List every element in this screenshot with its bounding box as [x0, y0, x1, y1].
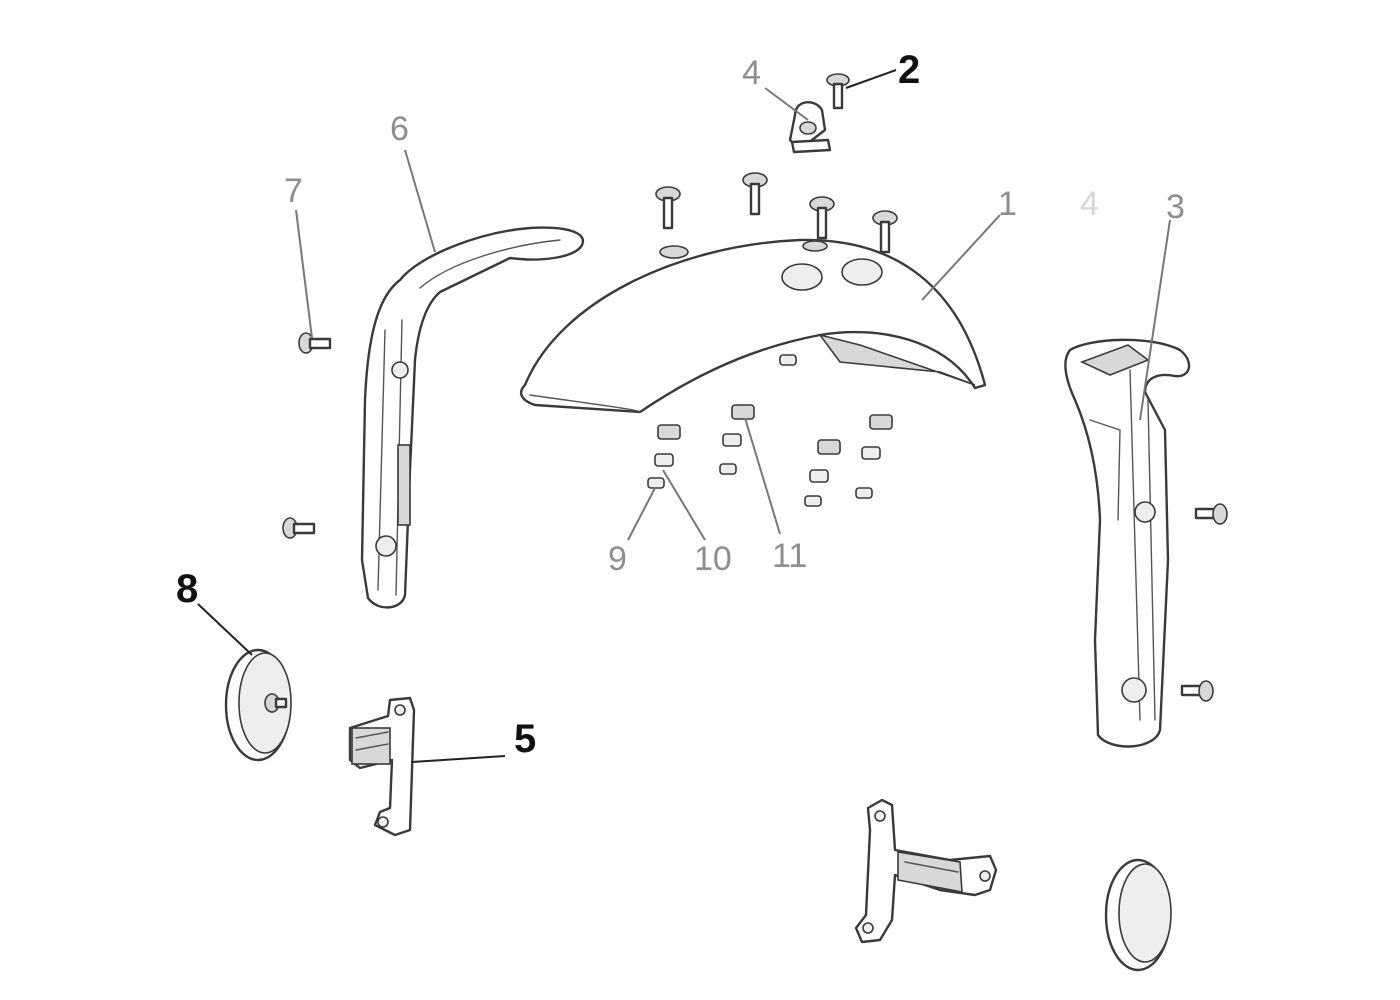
callout-9: 9: [608, 540, 627, 578]
clip-nuts: [647, 354, 893, 507]
callout-7: 7: [284, 172, 303, 210]
front-fender: [519, 238, 987, 414]
callout-labels: 1 2 3 4 4 5 6 7 8 9 10 11: [176, 48, 1185, 761]
left-fender-stay: [360, 226, 585, 609]
cable-clip: [788, 101, 832, 154]
callout-4: 4: [742, 54, 761, 92]
callout-4-faint: 4: [1080, 185, 1099, 223]
callout-5: 5: [514, 717, 536, 761]
left-bolts: [282, 332, 332, 539]
callout-3: 3: [1166, 188, 1185, 226]
callout-6: 6: [390, 110, 409, 148]
callout-2: 2: [898, 48, 920, 92]
callout-10: 10: [694, 540, 732, 578]
callout-8: 8: [176, 567, 198, 611]
left-reflector-bracket: [348, 696, 416, 837]
fender-screws: [655, 172, 898, 254]
reflector-disc: [224, 648, 292, 762]
reflector-ring: [1104, 858, 1172, 972]
right-reflector-bracket: [854, 798, 998, 944]
right-bolts: [1180, 503, 1228, 702]
top-screw: [826, 73, 850, 110]
right-fender-stay: [1064, 338, 1191, 748]
leader-lines: [197, 69, 1171, 763]
callout-1: 1: [998, 185, 1017, 223]
callout-11: 11: [772, 537, 807, 575]
